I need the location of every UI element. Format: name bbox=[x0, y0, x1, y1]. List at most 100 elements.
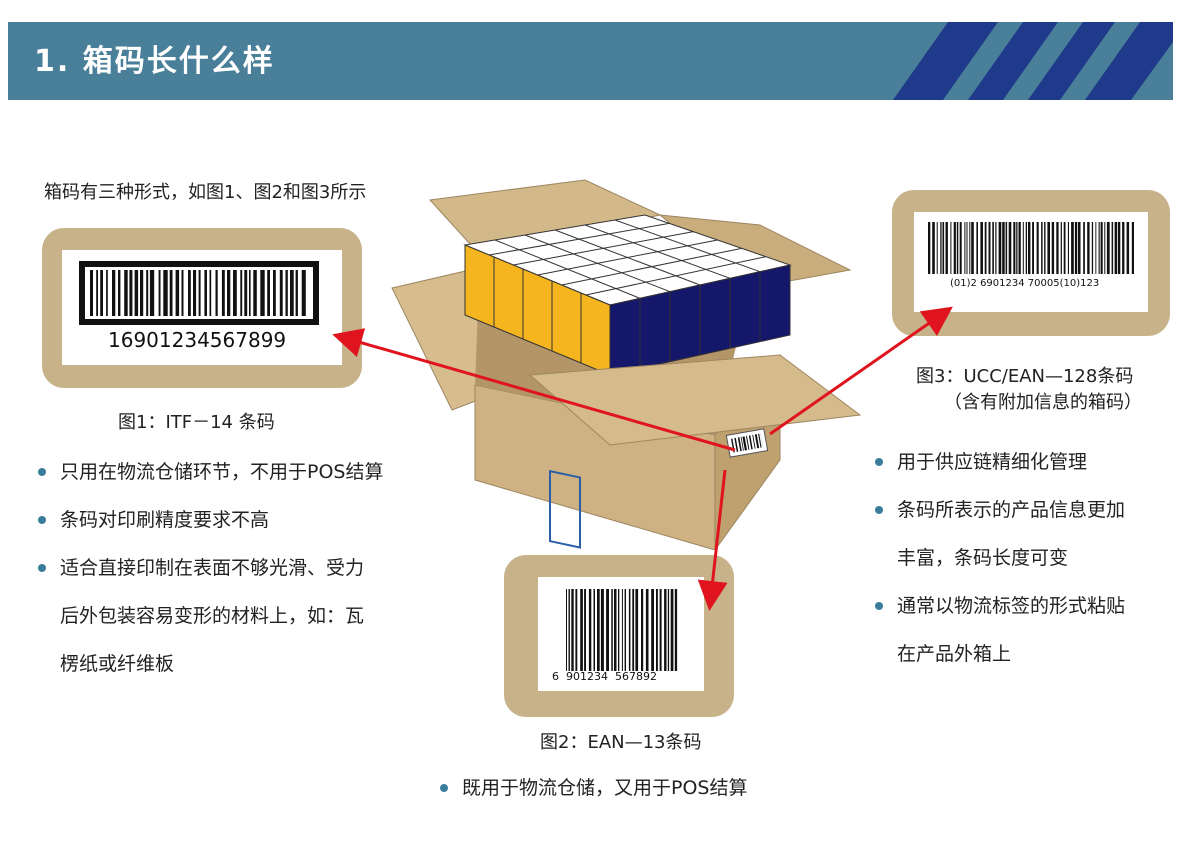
barcode-bar bbox=[204, 270, 207, 316]
barcode-bar bbox=[1095, 222, 1097, 274]
barcode-bar bbox=[100, 270, 103, 316]
barcode-bar bbox=[953, 222, 956, 274]
product-cartons bbox=[463, 214, 792, 376]
barcode-bar bbox=[588, 589, 592, 671]
barcode-bar bbox=[645, 589, 649, 671]
barcode-bar bbox=[1087, 222, 1090, 274]
right-bullet-list: 用于供应链精细化管理 条码所表示的产品信息更加 丰富，条码长度可变 通常以物流标… bbox=[875, 438, 1195, 678]
barcode-bar bbox=[1071, 222, 1074, 274]
barcode-bar bbox=[737, 437, 742, 452]
list-item-continuation: 楞纸或纤维板 bbox=[60, 653, 175, 675]
barcode-bar bbox=[928, 222, 931, 274]
barcode-bar bbox=[140, 270, 144, 316]
barcode-bar bbox=[181, 270, 184, 316]
barcode-bar bbox=[745, 435, 750, 450]
fig3-number: (01)2 6901234 70005(10)123 bbox=[950, 278, 1100, 289]
barcode-bar bbox=[932, 222, 935, 274]
fig2-number: 6 901234 567892 bbox=[552, 670, 657, 683]
fig1-frame: 16901234567899 bbox=[42, 228, 362, 388]
barcode-bar bbox=[134, 270, 139, 316]
barcode-bar bbox=[1002, 222, 1005, 274]
barcode-bar bbox=[301, 270, 306, 316]
barcode-bar bbox=[1063, 222, 1066, 274]
barcode-bar bbox=[980, 222, 983, 274]
barcode-bar bbox=[1098, 222, 1100, 274]
barcode-bar bbox=[1044, 222, 1046, 274]
barcode-bar bbox=[584, 589, 586, 671]
barcode-bar bbox=[1111, 222, 1114, 274]
bullet-icon bbox=[38, 516, 46, 524]
barcode-bar bbox=[734, 437, 739, 452]
barcode-bar bbox=[1022, 222, 1024, 274]
arrow-to-fig2 bbox=[697, 469, 728, 611]
barcode-bar bbox=[1100, 222, 1103, 274]
barcode-bar bbox=[1131, 222, 1134, 274]
fig2-caption: 图2：EAN—13条码 bbox=[540, 732, 702, 753]
barcode-bar bbox=[670, 589, 674, 671]
barcode-bar bbox=[966, 222, 968, 274]
barcode-bar bbox=[597, 589, 600, 671]
barcode-bar bbox=[659, 589, 662, 671]
barcode-bar bbox=[1047, 222, 1050, 274]
barcode-bar bbox=[959, 222, 962, 274]
cardboard-box bbox=[391, 179, 862, 550]
barcode-bar bbox=[1028, 222, 1031, 274]
barcode-bar bbox=[1083, 222, 1085, 274]
barcode-bar bbox=[618, 589, 620, 671]
barcode-bar bbox=[956, 222, 959, 274]
barcode-bar bbox=[742, 436, 748, 451]
barcode-bar bbox=[106, 270, 108, 316]
barcode-bar bbox=[748, 435, 753, 450]
barcode-bar bbox=[606, 589, 609, 671]
barcode-bar bbox=[129, 270, 133, 316]
barcode-bar bbox=[227, 270, 231, 316]
barcode-bar bbox=[295, 270, 298, 316]
list-item: 条码对印刷精度要求不高 bbox=[38, 496, 458, 544]
barcode-bar bbox=[1067, 222, 1069, 274]
fig2-barcode bbox=[566, 589, 678, 671]
barcode-bar bbox=[1114, 222, 1118, 274]
barcode-bar bbox=[674, 589, 678, 671]
left-bullet-list: 只用在物流仓储环节，不用于POS结算 条码对印刷精度要求不高 适合直接印制在表面… bbox=[38, 448, 458, 688]
barcode-bar bbox=[90, 270, 93, 316]
barcode-bar bbox=[198, 270, 201, 316]
barcode-bar bbox=[146, 270, 149, 316]
barcode-bar bbox=[1051, 222, 1055, 274]
page-title: 1. 箱码长什么样 bbox=[34, 44, 275, 79]
intro-text: 箱码有三种形式，如图1、图2和图3所示 bbox=[44, 182, 367, 203]
barcode-bar bbox=[169, 270, 173, 316]
list-item: 只用在物流仓储环节，不用于POS结算 bbox=[38, 448, 458, 496]
bullet-icon bbox=[875, 458, 883, 466]
fig3-label: (01)2 6901234 70005(10)123 bbox=[914, 212, 1148, 312]
barcode-bar bbox=[1041, 222, 1043, 274]
barcode-bar bbox=[971, 222, 974, 274]
barcode-bar bbox=[667, 589, 670, 671]
list-item-continuation: 后外包装容易变形的材料上，如：瓦 bbox=[60, 605, 365, 627]
fig1-barcode bbox=[79, 261, 319, 325]
barcode-bar bbox=[1126, 222, 1130, 274]
barcode-bar bbox=[233, 270, 237, 316]
bullet-icon bbox=[38, 564, 46, 572]
barcode-bar bbox=[1013, 222, 1016, 274]
barcode-bar bbox=[942, 222, 945, 274]
arrow-to-fig1 bbox=[332, 328, 736, 452]
barcode-bar bbox=[940, 222, 942, 274]
barcode-bar bbox=[976, 222, 978, 274]
barcode-bar bbox=[112, 270, 116, 316]
list-item: 适合直接印制在表面不够光滑、受力 bbox=[38, 544, 458, 592]
barcode-bar bbox=[1104, 222, 1106, 274]
banner-stripes bbox=[893, 22, 1173, 100]
barcode-bar bbox=[632, 589, 635, 671]
barcode-bar bbox=[1060, 222, 1062, 274]
barcode-bar bbox=[740, 436, 744, 451]
barcode-bar bbox=[621, 589, 623, 671]
fig2-label: 6 901234 567892 bbox=[538, 577, 704, 691]
barcode-bar bbox=[1074, 222, 1078, 274]
barcode-bar bbox=[267, 270, 270, 316]
barcode-bar bbox=[1118, 222, 1121, 274]
barcode-bar bbox=[1025, 222, 1027, 274]
barcode-bar bbox=[664, 589, 667, 671]
barcode-bar bbox=[118, 270, 121, 316]
list-item-continuation: 在产品外箱上 bbox=[897, 643, 1012, 665]
